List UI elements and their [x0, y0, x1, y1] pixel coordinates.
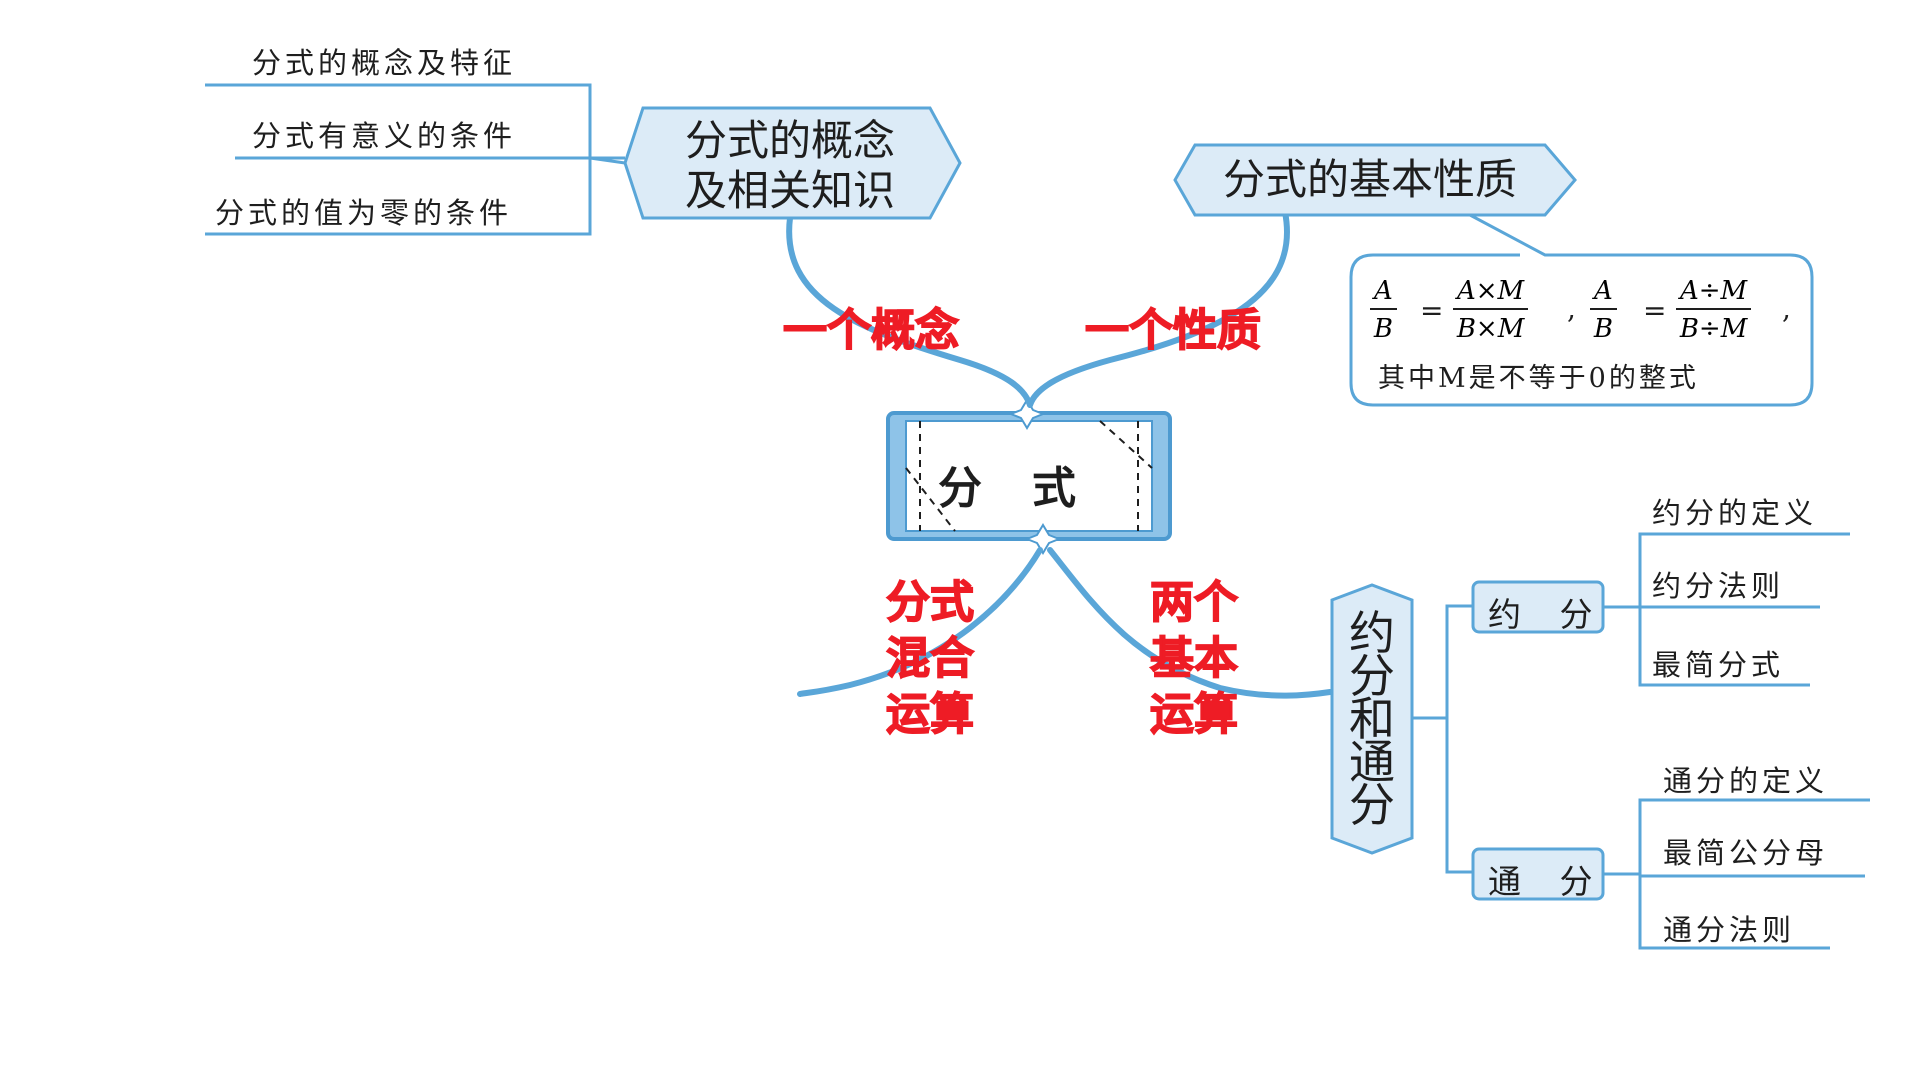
label-two-operations: 两个 基本 运算: [1144, 575, 1244, 743]
formula-fraction-divided: A÷M B÷M: [1676, 276, 1752, 344]
label-two-line: 运算: [1149, 688, 1239, 741]
formula-denominator: B÷M: [1679, 314, 1748, 344]
formula-fraction-a-b: A B: [1370, 276, 1397, 344]
formula-comma-2: ,: [1782, 292, 1791, 325]
reduce-common-char: 分: [1349, 778, 1395, 832]
reduce-item-rule: 约分法则: [1652, 569, 1785, 603]
common-node-label: 通 分: [1488, 862, 1607, 901]
formula-numerator: A×M: [1453, 276, 1529, 310]
concept-item-meaningful-condition: 分式有意义的条件: [252, 119, 517, 153]
formula-denominator: B: [1593, 314, 1613, 344]
reduce-item-definition: 约分的定义: [1652, 496, 1818, 530]
label-mixed-line: 运算: [885, 688, 975, 741]
concept-node-shape: [205, 83, 962, 236]
formula-denominator: B×M: [1456, 314, 1525, 344]
formula-comma: ,: [1567, 292, 1576, 325]
reduce-common-char: 约: [1349, 606, 1395, 660]
reduce-node-label: 约 分: [1488, 595, 1607, 634]
label-mixed-line: 混合: [885, 632, 975, 685]
reduce-item-simplest-fraction: 最简分式: [1652, 648, 1785, 682]
formula-equals-2: =: [1643, 294, 1667, 327]
formula-numerator: A÷M: [1676, 276, 1752, 310]
concept-title-line2: 及相关知识: [684, 166, 895, 215]
center-title: 分式: [938, 463, 1126, 514]
concept-item-zero-condition: 分式的值为零的条件: [215, 196, 513, 230]
property-node-title: 分式的基本性质: [1222, 155, 1517, 204]
formula-denominator: B: [1373, 314, 1393, 344]
formula-numerator: A: [1590, 276, 1617, 310]
formula-note: 其中M是不等于0的整式: [1378, 363, 1699, 394]
reduce-common-title: 约 分 和 通 分: [1342, 606, 1402, 832]
property-node-shape: [1173, 143, 1814, 407]
label-two-line: 两个: [1149, 576, 1239, 629]
formula-fraction-a-b-2: A B: [1590, 276, 1617, 344]
reduce-common-char: 通: [1349, 735, 1395, 789]
common-item-definition: 通分的定义: [1663, 764, 1829, 798]
common-item-rule: 通分法则: [1663, 913, 1796, 947]
concept-title-line1: 分式的概念: [684, 116, 895, 165]
label-one-property: 一个性质: [1084, 304, 1262, 357]
branch-curves: [786, 209, 1333, 699]
label-mixed-line: 分式: [885, 576, 975, 629]
concept-item-definition: 分式的概念及特征: [252, 46, 517, 80]
reduce-common-char: 和: [1349, 692, 1395, 746]
concept-node-title: 分式的概念 及相关知识: [660, 116, 920, 216]
formula-fraction-multiplied: A×M B×M: [1453, 276, 1529, 344]
label-one-concept: 一个概念: [782, 304, 960, 357]
reduce-common-char: 分: [1349, 649, 1395, 703]
reduce-common-shapes: [1330, 532, 1870, 950]
formula-numerator: A: [1370, 276, 1397, 310]
formula-equals: =: [1420, 294, 1444, 327]
center-node: [886, 398, 1172, 555]
common-item-lcd: 最简公分母: [1663, 836, 1829, 870]
label-two-line: 基本: [1149, 632, 1239, 685]
label-mixed-operations: 分式 混合 运算: [880, 575, 980, 743]
